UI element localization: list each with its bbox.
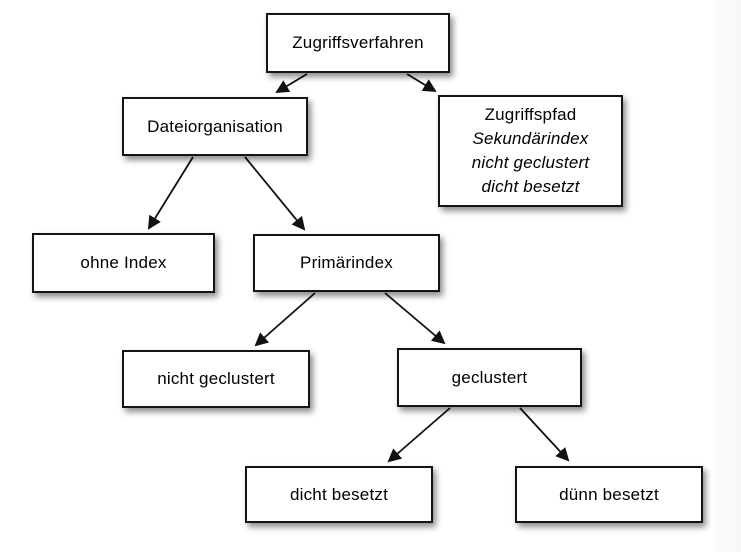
- node-zugriffspfad: Zugriffspfad Sekundärindex nicht geclust…: [438, 95, 623, 207]
- node-label: dicht besetzt: [289, 484, 389, 504]
- node-dateiorganisation: Dateiorganisation: [122, 97, 308, 156]
- edge-zugriffsverfahren-zugriffspfad: [406, 73, 437, 93]
- page-edge-strip: [715, 0, 741, 552]
- node-label: ohne Index: [80, 253, 167, 272]
- node-label: geclustert: [451, 367, 528, 387]
- node-label: Zugriffsverfahren: [292, 33, 424, 52]
- edge-dateiorganisation-ohne-index: [147, 156, 194, 230]
- edge-dateiorganisation-primaerindex: [244, 156, 306, 231]
- edge-primaerindex-geclustert: [384, 292, 446, 345]
- node-label-line-4: dicht besetzt: [481, 177, 580, 196]
- edge-zugriffsverfahren-dateiorganisation: [275, 73, 308, 94]
- node-label: Dateiorganisation: [147, 116, 283, 136]
- edge-geclustert-duenn-besetzt: [519, 407, 570, 462]
- node-duenn-besetzt: dünn besetzt: [515, 466, 703, 523]
- node-ohne-index: ohne Index: [32, 233, 215, 293]
- node-label: nicht geclustert: [157, 369, 275, 388]
- edge-primaerindex-nicht-geclustert: [254, 292, 316, 347]
- node-zugriffsverfahren: Zugriffsverfahren: [266, 13, 450, 73]
- node-label: Primärindex: [300, 253, 393, 272]
- node-label-line-1: Zugriffspfad: [484, 105, 577, 124]
- node-nicht-geclustert: nicht geclustert: [122, 350, 310, 408]
- node-label-line-3: nicht geclustert: [471, 153, 590, 172]
- edge-geclustert-dicht-besetzt: [387, 407, 451, 463]
- node-primaerindex: Primärindex: [253, 234, 440, 292]
- node-dicht-besetzt: dicht besetzt: [245, 466, 433, 523]
- node-geclustert: geclustert: [397, 348, 582, 407]
- node-label-line-2: Sekundärindex: [472, 129, 589, 148]
- node-label: dünn besetzt: [559, 484, 659, 504]
